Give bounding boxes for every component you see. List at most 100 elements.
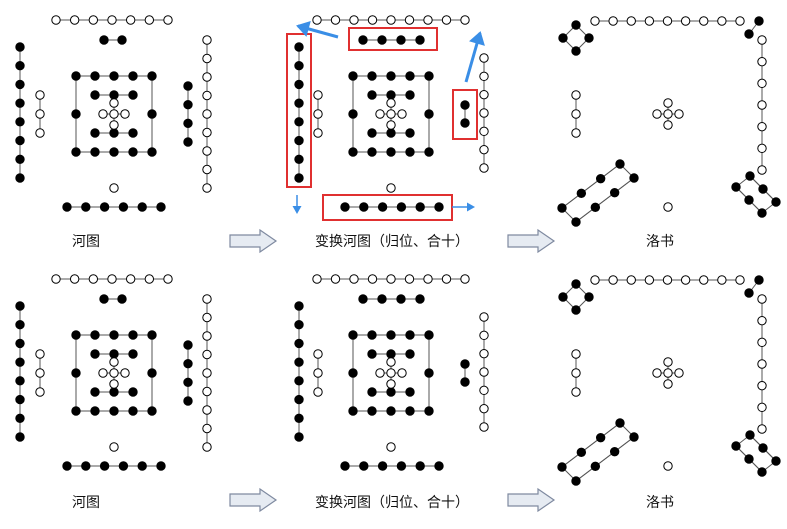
bottom-row-hetu-top-white-7-dot — [107, 274, 117, 284]
bottom-row-transform-left-black-8-dot — [294, 338, 304, 349]
top-row-hetu-right-white-9-dot — [202, 53, 212, 64]
bottom-row-hetu-center-square-bottom-dot — [128, 406, 138, 416]
bottom-row-luoshu-bl-row1-dot — [595, 432, 606, 443]
top-row-hetu-center-cross-dot — [98, 109, 108, 119]
top-row-transform-left-white-3-dot — [313, 90, 323, 100]
top-row-luoshu-bl-row1-dot — [576, 188, 587, 199]
top-row-hetu-right-white-9-dot — [202, 90, 212, 101]
bottom-row-transform-top-black-4-dot — [415, 294, 425, 304]
bottom-row-hetu-top-white-7-dot — [125, 274, 136, 284]
top-row-hetu-bottom-black-6-dot — [62, 202, 72, 212]
top-row-hetu-left-black-8-dot — [15, 117, 25, 127]
bottom-row-luoshu-top-white-9-dot — [608, 275, 618, 285]
bottom-row-hetu-right-white-9-dot — [202, 368, 212, 378]
bottom-row-hetu-center-square-top-dot — [128, 330, 138, 340]
top-row-hetu-center-square-inner-top-dot — [109, 90, 119, 100]
top-row-luoshu-br-row1-dot — [731, 182, 741, 192]
bottom-row-gray-arrow-2 — [507, 487, 556, 513]
bottom-row-transform-right-white-7-dot — [479, 330, 489, 341]
top-row-hetu-top-white-7-dot — [107, 15, 117, 25]
top-row-transform-bottom-black-6-dot — [340, 202, 350, 212]
top-row-hetu-center-square-side-dot — [147, 109, 157, 119]
top-row-gray-arrow-2 — [507, 228, 556, 254]
top-row-transform-center-square-bottom-dot — [367, 147, 377, 157]
bottom-row-transform-right-white-7-dot — [479, 312, 489, 322]
bottom-row-hetu-bottom-black-6-dot — [118, 461, 129, 471]
top-row-luoshu-br-row2-dot — [771, 197, 781, 207]
bottom-row-transform-top-white-9-dot — [367, 274, 378, 284]
top-row-transform-center-square-inner-top-dot — [405, 90, 415, 100]
bottom-row-luoshu-br-row1-dot — [757, 467, 767, 477]
bottom-row-luoshu-br-row1-dot — [744, 454, 754, 464]
top-row-hetu-center-square-inner-bottom-dot — [90, 128, 100, 138]
bottom-row-transform-right-white-7-dot — [479, 403, 489, 414]
bottom-row-transform-right-white-7-dot — [479, 385, 489, 396]
bottom-row-luoshu-left-white-3-dot — [571, 368, 581, 378]
bottom-row-transform-top-white-9-dot — [423, 274, 433, 284]
top-row-hetu-right-white-9-dot — [202, 72, 212, 82]
top-row-transform-box-left — [286, 33, 312, 188]
top-row-transform-center-square-top-dot — [367, 71, 377, 81]
top-row-hetu-top-white-7-dot — [69, 15, 80, 25]
bottom-row-transform-center-square-top-dot — [367, 330, 377, 340]
caption-transform-top: 变换河图（归位、合十） — [315, 234, 469, 250]
bottom-row-luoshu-top-white-9-dot — [590, 275, 600, 285]
top-row-transform-left-white-3-dot — [313, 128, 323, 138]
top-row-hetu-left-black-8-dot — [15, 135, 25, 146]
top-row-luoshu-tl-dot — [571, 46, 581, 56]
top-row-hetu-right-white-9-dot — [202, 35, 212, 45]
top-row-luoshu-right-white-7-dot — [757, 56, 767, 67]
top-row-hetu-right-white-9-dot — [202, 109, 212, 119]
top-row-hetu-center-square-top-dot — [128, 71, 138, 81]
bottom-row-hetu-center-square-top-dot — [147, 330, 157, 340]
bottom-row-hetu-center-square-top-dot — [109, 330, 119, 340]
top-row-transform-top-white-9-dot — [312, 15, 322, 25]
top-row-hetu-center-square-bottom-dot — [109, 147, 119, 157]
top-row-luoshu-bl-row1-dot — [595, 173, 606, 184]
top-row-luoshu-top-white-9-dot — [626, 16, 636, 26]
top-row-transform-bottom-black-6-dot — [434, 202, 444, 212]
top-row-hetu-center-square-top-dot — [109, 71, 119, 81]
top-row-hetu-left-black-8-dot — [15, 154, 25, 164]
bottom-row-hetu-bottom-black-6-dot — [156, 461, 166, 471]
top-row-hetu-left-black-8-dot — [15, 173, 25, 183]
bottom-row-transform-center-cross-dot — [397, 368, 407, 378]
top-row-luoshu-br-row2-dot — [745, 171, 755, 181]
bottom-row-transform-center-cross-dot — [386, 379, 396, 389]
top-row-transform-arrow-down-head — [292, 206, 302, 214]
top-row-hetu-top-white-7-dot — [163, 15, 173, 25]
bottom-row-hetu-center-square-bottom-dot — [90, 406, 100, 416]
top-row-luoshu-top-white-9-dot — [662, 16, 673, 26]
bottom-row-transform-top-white-9-dot — [460, 274, 470, 284]
bottom-row-transform-center-square-bottom-dot — [367, 406, 377, 416]
top-row-transform-bottom-black-6-dot — [396, 202, 407, 212]
top-row-luoshu-br-row2-dot — [758, 184, 768, 194]
top-row-luoshu-top-white-9-dot — [717, 16, 727, 26]
top-row-hetu-bottom-black-6-dot — [156, 202, 166, 212]
bottom-row-transform-center-square-inner-top-dot — [386, 349, 396, 359]
top-row-hetu-right-black-4-dot — [183, 137, 193, 147]
top-row-transform-center-square-inner-top-dot — [367, 90, 377, 100]
bottom-row-transform-right-black-2-dot — [460, 359, 470, 369]
top-row-transform-top-black-4-dot — [358, 35, 368, 45]
bottom-row-transform-left-black-8-dot — [294, 301, 304, 311]
top-row-transform-center-cross-dot — [386, 120, 396, 130]
top-row-hetu-left-white-3-dot — [35, 90, 45, 100]
bottom-row-transform-center-square-top-dot — [348, 330, 358, 340]
bottom-row-luoshu-right-white-7-dot — [757, 315, 767, 326]
bottom-row-transform-bottom-white-1 — [386, 442, 396, 452]
bottom-row-hetu-center-square-inner-top-dot — [109, 349, 119, 359]
top-row-luoshu-top-white-9-dot — [699, 16, 709, 26]
bottom-row-hetu-right-white-9-dot — [202, 349, 212, 360]
top-row-transform-top-black-4-dot — [396, 35, 406, 45]
top-row-hetu-bottom-black-6-dot — [118, 202, 129, 212]
caption-hetu-top: 河图 — [72, 234, 100, 250]
top-row-luoshu-bl-row2-dot — [571, 217, 581, 227]
bottom-row-hetu-top-white-7-dot — [69, 274, 80, 284]
bottom-row-hetu-center-cross-dot — [109, 368, 119, 378]
top-row-transform-center-square-top-dot — [386, 71, 396, 81]
bottom-row-transform-top-white-9-dot — [349, 274, 359, 284]
bottom-row-transform-top-black-4-dot — [358, 294, 368, 304]
bottom-row-transform-center-square-bottom-dot — [348, 406, 358, 416]
